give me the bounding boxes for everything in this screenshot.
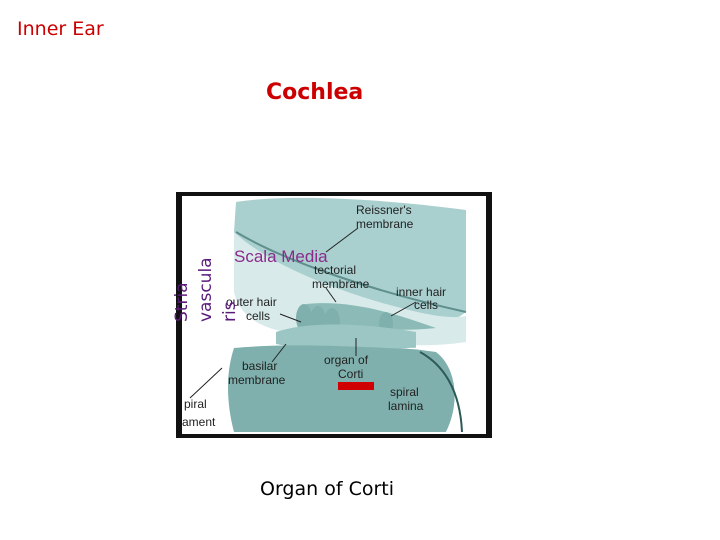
- label-spiral-ligament-2: ament: [182, 415, 216, 429]
- slide-title: Inner Ear: [17, 18, 104, 40]
- label-tectorial-2: membrane: [312, 277, 370, 291]
- label-organ-1: organ of: [324, 353, 369, 367]
- label-outer-hair-2: cells: [246, 309, 270, 323]
- spiral-lamina-edge: [419, 351, 463, 433]
- label-spiral-ligament-1: piral: [184, 397, 207, 411]
- label-spiral-lamina-2: lamina: [388, 399, 424, 413]
- reissners-membrane-line: [235, 231, 467, 313]
- label-spiral-lamina-1: spiral: [390, 385, 419, 399]
- leader-lines: [189, 227, 417, 399]
- stria-label-line-3: ris: [220, 301, 240, 322]
- scala-vestibuli-region: [234, 197, 466, 336]
- label-organ-2: Corti: [338, 367, 363, 381]
- label-reissner-1: Reissner's: [356, 203, 412, 217]
- section-heading: Cochlea: [266, 80, 364, 105]
- figure-caption: Organ of Corti: [260, 478, 395, 500]
- cochlea-diagram-svg: Reissner's membrane tectorial membrane i…: [176, 192, 492, 438]
- organ-of-corti-shape: [276, 324, 416, 351]
- cochlea-diagram: Reissner's membrane tectorial membrane i…: [176, 192, 492, 438]
- spiral-lamina-region: [406, 340, 486, 432]
- organ-of-corti-highlight: [338, 382, 374, 390]
- scala-media-region: [234, 232, 466, 346]
- label-scala-media: Scala Media: [234, 247, 328, 266]
- label-inner-hair-1: inner hair: [396, 285, 446, 299]
- label-inner-hair-2: cells: [414, 298, 438, 312]
- label-basilar-2: membrane: [228, 373, 286, 387]
- label-tectorial-1: tectorial: [314, 263, 356, 277]
- stria-label-line-1: Stria: [172, 282, 192, 322]
- stria-label-line-2: vascula: [196, 257, 216, 322]
- label-basilar-1: basilar: [242, 359, 277, 373]
- label-reissner-2: membrane: [356, 217, 414, 231]
- label-outer-hair-1: outer hair: [226, 295, 277, 309]
